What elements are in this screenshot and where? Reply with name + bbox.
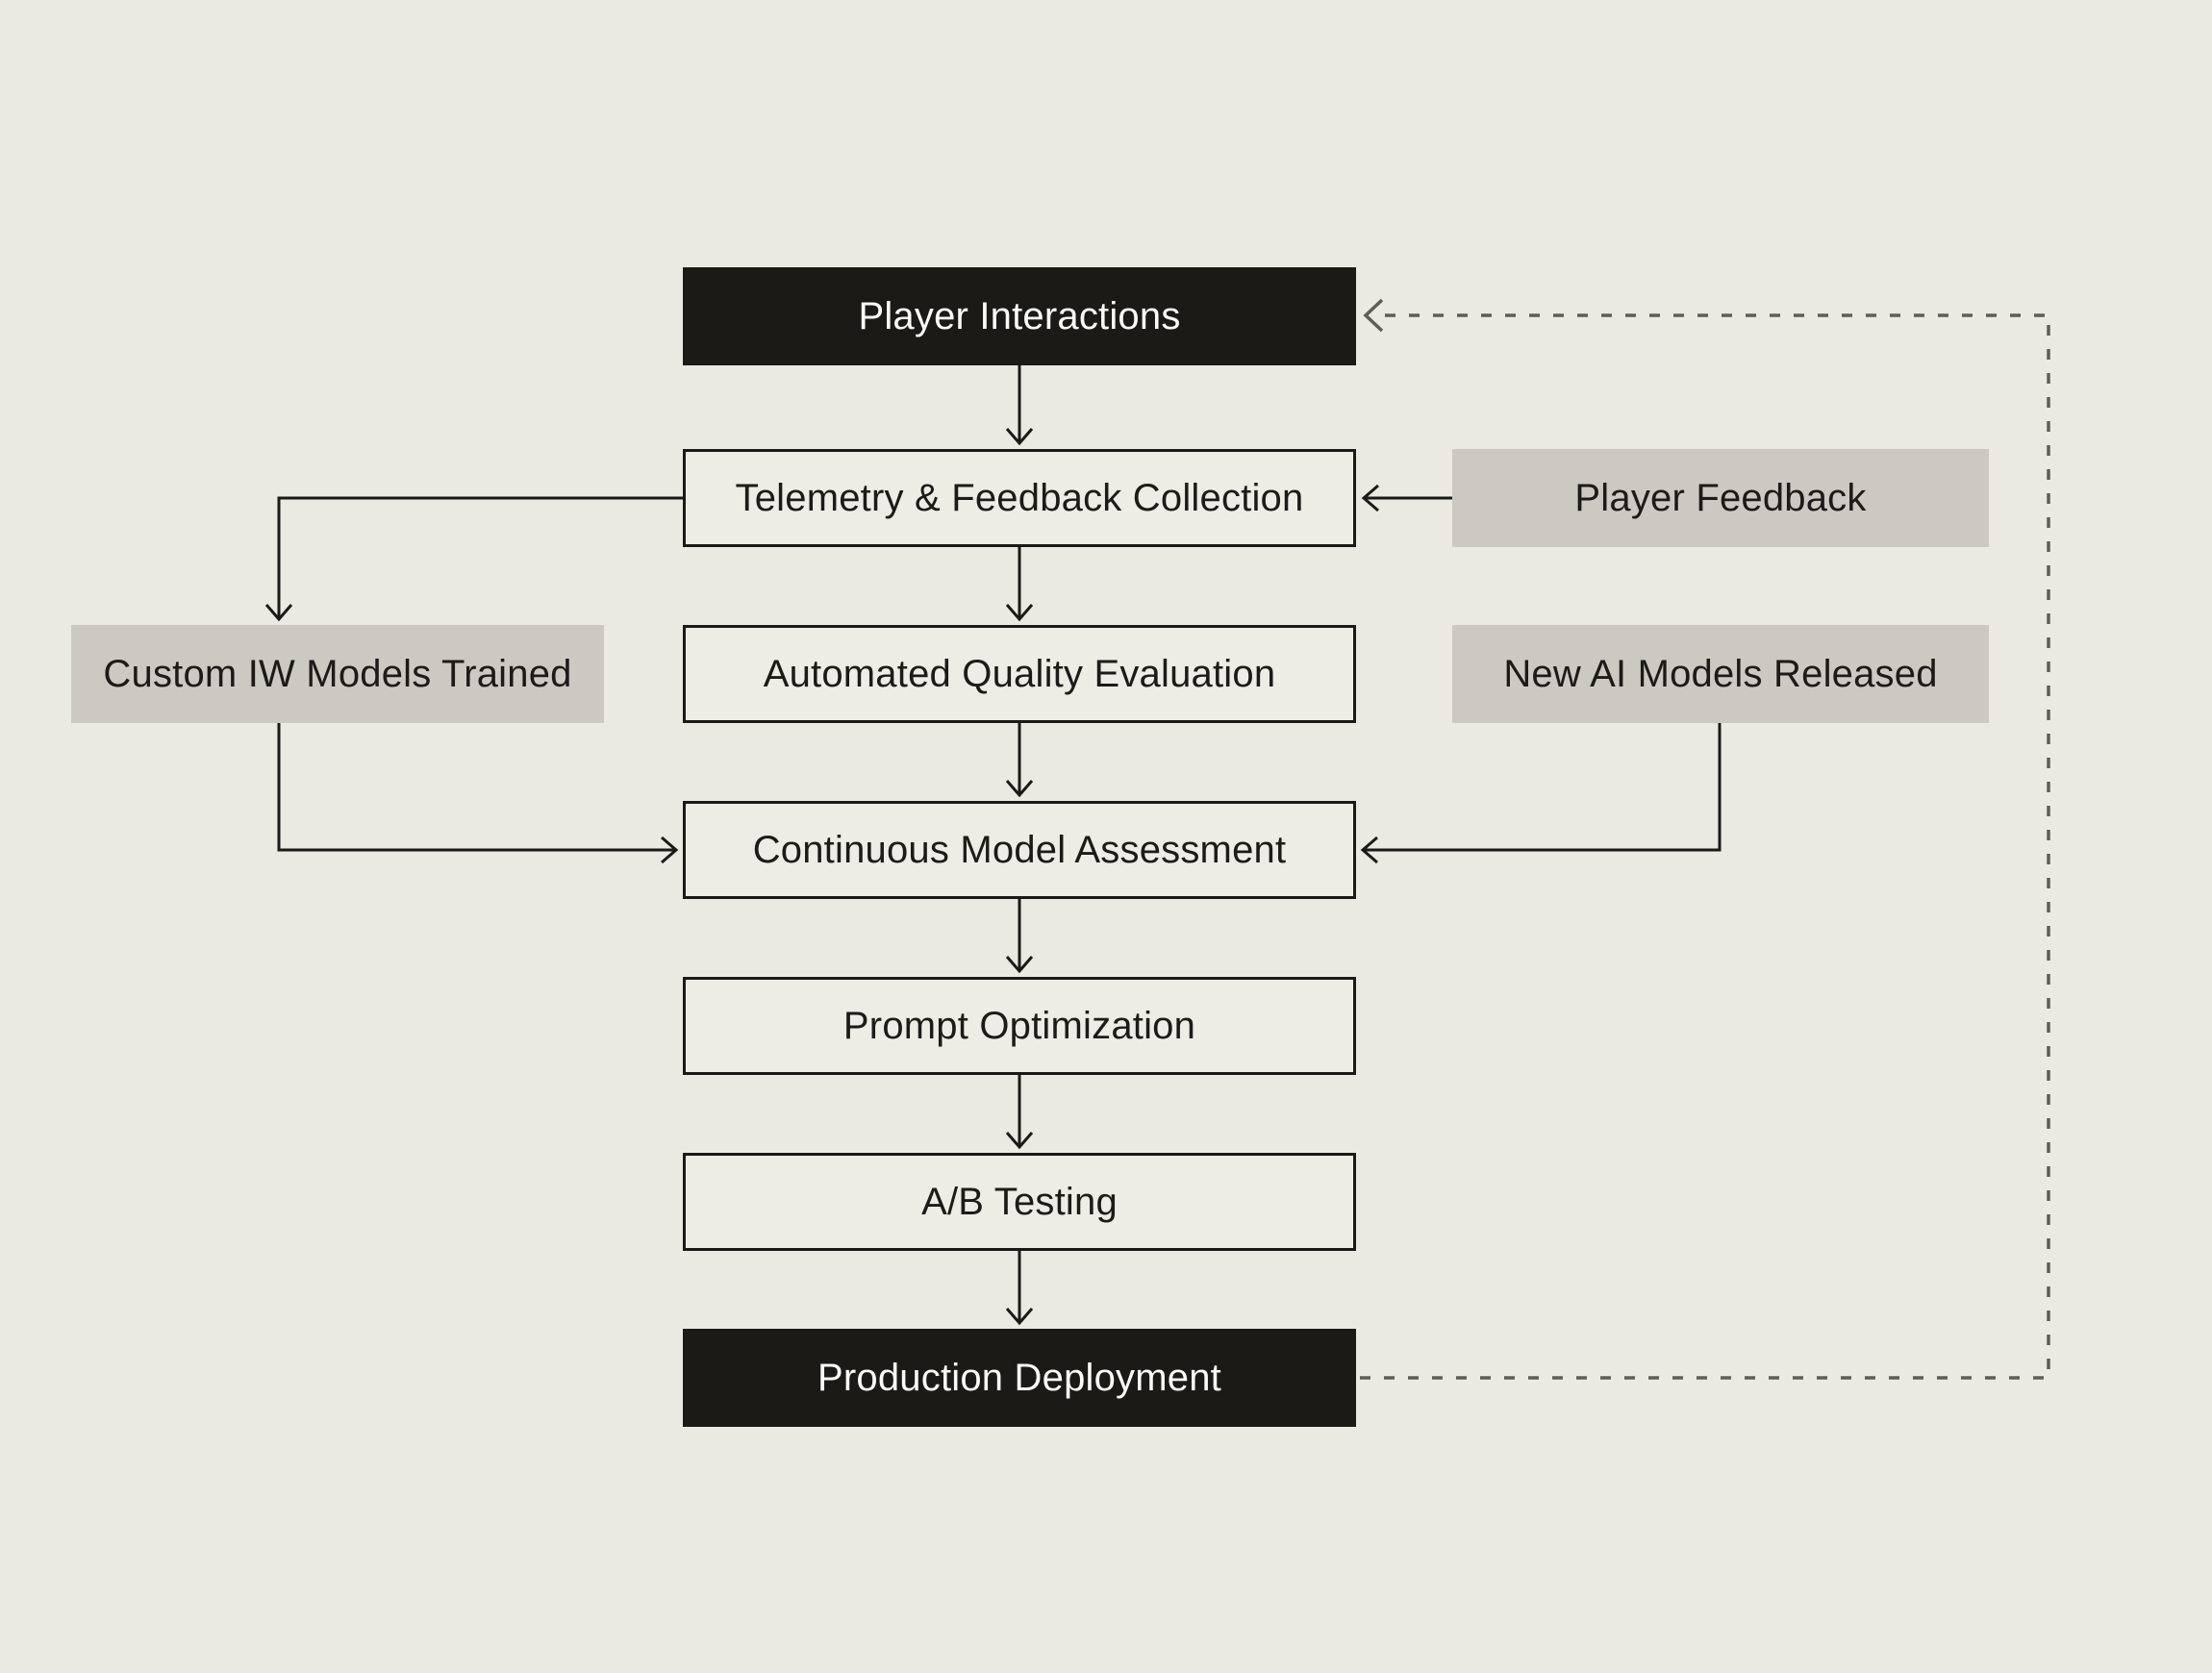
edge-continuous-assessment-to-prompt-optimization (1005, 899, 1034, 974)
edge-new-ai-models-to-continuous-assessment (1360, 723, 1722, 864)
edge-player-feedback-to-telemetry (1361, 484, 1452, 512)
edge-auto-quality-to-continuous-assessment (1005, 723, 1034, 798)
node-custom-iw-models-trained: Custom IW Models Trained (71, 625, 604, 723)
edge-telemetry-to-custom-iw (264, 496, 683, 622)
node-prompt-optimization: Prompt Optimization (683, 977, 1356, 1075)
node-automated-quality-evaluation: Automated Quality Evaluation (683, 625, 1356, 723)
edge-custom-iw-to-continuous-assessment (277, 723, 679, 864)
node-production-deployment: Production Deployment (683, 1329, 1356, 1427)
edge-telemetry-to-auto-quality (1005, 547, 1034, 622)
edge-ab-testing-to-production-deployment (1005, 1251, 1034, 1326)
node-continuous-model-assessment: Continuous Model Assessment (683, 801, 1356, 899)
node-new-ai-models-released: New AI Models Released (1452, 625, 1989, 723)
node-ab-testing: A/B Testing (683, 1153, 1356, 1251)
edge-production-deployment-to-player-interactions-loop (1360, 298, 2050, 1380)
node-player-interactions: Player Interactions (683, 267, 1356, 365)
node-telemetry-feedback-collection: Telemetry & Feedback Collection (683, 449, 1356, 547)
edge-player-interactions-to-telemetry (1005, 365, 1034, 446)
node-player-feedback: Player Feedback (1452, 449, 1989, 547)
edge-prompt-optimization-to-ab-testing (1005, 1075, 1034, 1150)
